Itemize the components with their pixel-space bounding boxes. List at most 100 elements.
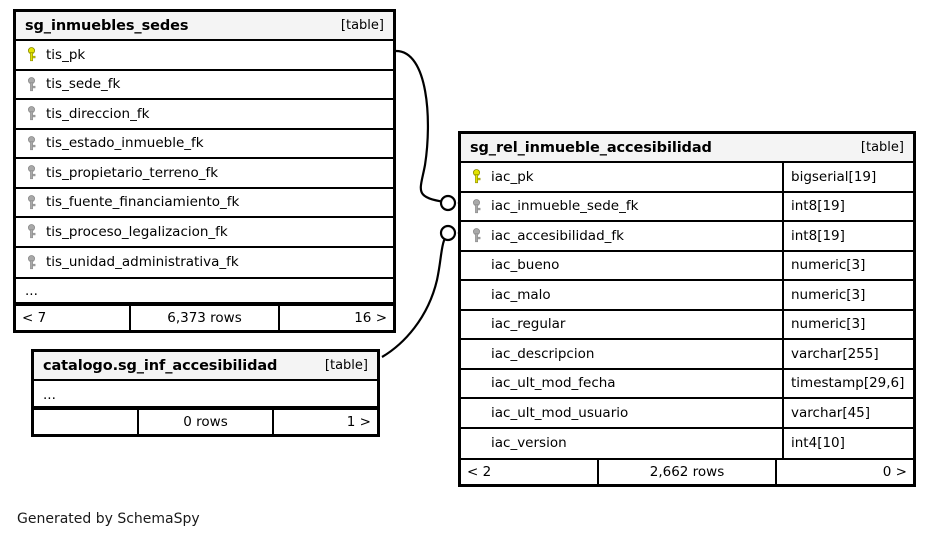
column-type: numeric[3] — [782, 281, 913, 309]
table-footer: 0 rows 1 > — [34, 408, 377, 434]
footer-children-count[interactable]: 16 > — [354, 310, 387, 326]
column-name: iac_bueno — [491, 257, 560, 274]
column-row[interactable]: iac_ult_mod_usuario varchar[45] — [461, 399, 913, 429]
column-row[interactable]: tis_unidad_administrativa_fk — [16, 248, 393, 278]
column-name-cell: tis_fuente_financiamiento_fk — [16, 189, 393, 217]
column-name: tis_sede_fk — [46, 76, 121, 93]
column-type: int4[10] — [782, 428, 913, 458]
column-name: tis_propietario_terreno_fk — [46, 164, 219, 181]
footer-parents-count[interactable] — [34, 410, 137, 434]
table-title: sg_rel_inmueble_accesibilidad — [470, 139, 712, 156]
column-row[interactable]: iac_descripcion varchar[255] — [461, 340, 913, 370]
relationship-line-1 — [395, 49, 453, 205]
column-name: iac_descripcion — [491, 345, 595, 362]
footer-parents-count[interactable]: < 2 — [467, 464, 492, 480]
column-name: tis_proceso_legalizacion_fk — [46, 223, 228, 240]
column-row[interactable]: tis_pk — [16, 41, 393, 71]
gray-key-icon — [28, 76, 36, 91]
column-name-cell: iac_regular — [461, 311, 782, 339]
column-row[interactable]: iac_ult_mod_fecha timestamp[29,6] — [461, 369, 913, 399]
column-row[interactable]: iac_inmueble_sede_fk int8[19] — [461, 192, 913, 222]
table-type-tag: [table] — [860, 140, 904, 155]
column-name: tis_unidad_administrativa_fk — [46, 254, 239, 271]
gray-key-icon — [28, 224, 36, 239]
footer-parents-count[interactable]: < 7 — [22, 310, 47, 326]
column-type: timestamp[29,6] — [782, 369, 913, 397]
column-name-cell: iac_inmueble_sede_fk — [461, 193, 782, 221]
table-sg-rel-inmueble-accesibilidad[interactable]: sg_rel_inmueble_accesibilidad [table] ia… — [458, 131, 916, 487]
gray-key-icon — [28, 165, 36, 180]
gray-key-icon — [473, 198, 481, 213]
column-name: iac_ult_mod_usuario — [491, 404, 629, 421]
yellow-key-icon — [473, 169, 481, 184]
column-name-cell: iac_ult_mod_fecha — [461, 370, 782, 398]
column-row[interactable]: iac_malo numeric[3] — [461, 281, 913, 311]
column-name-cell: iac_accesibilidad_fk — [461, 222, 782, 250]
gray-key-icon — [28, 254, 36, 269]
column-name-cell: tis_direccion_fk — [16, 100, 393, 128]
yellow-key-icon — [28, 47, 36, 62]
column-name: iac_regular — [491, 316, 566, 333]
column-row[interactable]: tis_fuente_financiamiento_fk — [16, 189, 393, 218]
column-type: bigserial[19] — [782, 163, 913, 191]
table-catalogo-sg-inf-accesibilidad[interactable]: catalogo.sg_inf_accesibilidad [table] ..… — [31, 349, 380, 437]
table-type-tag: [table] — [324, 358, 368, 373]
column-name-cell: tis_estado_inmueble_fk — [16, 130, 393, 158]
column-name: iac_inmueble_sede_fk — [491, 198, 639, 215]
column-name: iac_accesibilidad_fk — [491, 227, 624, 244]
column-name-cell: iac_malo — [461, 281, 782, 309]
more-columns-ellipsis: ... — [16, 277, 393, 304]
column-name-cell: tis_pk — [16, 41, 393, 69]
column-name: tis_fuente_financiamiento_fk — [46, 194, 240, 211]
footer-children-count[interactable]: 0 > — [882, 464, 907, 480]
table-title: catalogo.sg_inf_accesibilidad — [43, 357, 278, 374]
column-name-cell: tis_proceso_legalizacion_fk — [16, 218, 393, 246]
column-name: iac_version — [491, 435, 567, 452]
column-row[interactable]: tis_sede_fk — [16, 71, 393, 100]
column-name: tis_pk — [46, 46, 86, 63]
footer-children-count[interactable]: 1 > — [346, 414, 371, 430]
generated-by-credit: Generated by SchemaSpy — [17, 511, 200, 527]
column-type: numeric[3] — [782, 310, 913, 338]
column-row[interactable]: iac_bueno numeric[3] — [461, 251, 913, 281]
table-header: catalogo.sg_inf_accesibilidad [table] — [34, 352, 377, 381]
column-type: varchar[255] — [782, 340, 913, 368]
column-type: varchar[45] — [782, 399, 913, 427]
table-title: sg_inmuebles_sedes — [25, 17, 189, 34]
table-sg-inmuebles-sedes[interactable]: sg_inmuebles_sedes [table] tis_pk — [13, 9, 396, 333]
column-type: numeric[3] — [782, 251, 913, 279]
column-name-cell: iac_pk — [461, 163, 782, 191]
column-name-cell: tis_unidad_administrativa_fk — [16, 248, 393, 278]
column-row[interactable]: tis_direccion_fk — [16, 100, 393, 130]
column-name-cell: iac_bueno — [461, 252, 782, 280]
gray-key-icon — [473, 228, 481, 243]
table-header: sg_inmuebles_sedes [table] — [16, 12, 393, 41]
gray-key-icon — [28, 106, 36, 121]
column-row[interactable]: iac_accesibilidad_fk int8[19] — [461, 222, 913, 252]
more-columns-ellipsis: ... — [34, 381, 377, 408]
column-name: iac_malo — [491, 286, 551, 303]
column-name: iac_ult_mod_fecha — [491, 375, 616, 392]
column-row[interactable]: iac_pk bigserial[19] — [461, 163, 913, 193]
column-name-cell: tis_sede_fk — [16, 71, 393, 99]
gray-key-icon — [28, 135, 36, 150]
column-name-cell: tis_propietario_terreno_fk — [16, 159, 393, 187]
table-footer: < 7 6,373 rows 16 > — [16, 304, 393, 330]
column-name-cell: iac_descripcion — [461, 340, 782, 368]
column-row[interactable]: tis_proceso_legalizacion_fk — [16, 218, 393, 248]
column-row[interactable]: tis_propietario_terreno_fk — [16, 159, 393, 189]
column-row[interactable]: tis_estado_inmueble_fk — [16, 130, 393, 159]
table-type-tag: [table] — [340, 18, 384, 33]
footer-row-count: 0 rows — [136, 410, 275, 434]
column-name: iac_pk — [491, 168, 534, 185]
column-name: tis_estado_inmueble_fk — [46, 135, 204, 152]
table-footer: < 2 2,662 rows 0 > — [461, 458, 913, 484]
column-name-cell: iac_ult_mod_usuario — [461, 399, 782, 427]
column-row[interactable]: iac_version int4[10] — [461, 428, 913, 459]
footer-row-count: 2,662 rows — [596, 460, 778, 484]
column-name-cell: iac_version — [461, 429, 782, 459]
column-name: tis_direccion_fk — [46, 105, 150, 122]
column-row[interactable]: iac_regular numeric[3] — [461, 310, 913, 340]
column-type: int8[19] — [782, 222, 913, 250]
